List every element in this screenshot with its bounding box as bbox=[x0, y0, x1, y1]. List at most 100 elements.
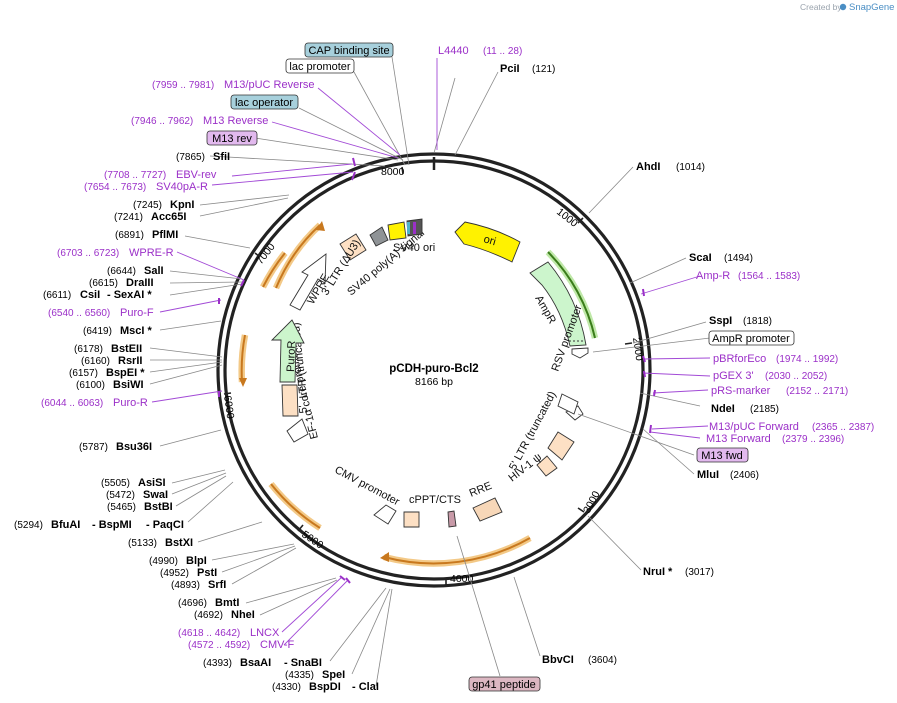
enzyme-csii[interactable]: CsiI bbox=[80, 289, 100, 301]
enzyme-msci[interactable]: MscI * bbox=[120, 325, 153, 337]
enzyme-bstxi[interactable]: BstXI bbox=[165, 537, 193, 549]
enzyme-bspdi[interactable]: BspDI bbox=[309, 681, 341, 693]
ltr5-feature[interactable] bbox=[547, 431, 575, 461]
rsv-arrow[interactable] bbox=[557, 393, 579, 415]
enzyme-ndei[interactable]: NdeI bbox=[711, 403, 735, 415]
enzyme-sfii-pos: (7865) bbox=[176, 152, 205, 163]
enzyme-sali[interactable]: SalI bbox=[144, 265, 164, 277]
enzyme-bsu36i[interactable]: Bsu36I bbox=[116, 441, 152, 453]
enzyme-bfuai-pos: (5294) bbox=[14, 520, 43, 531]
primer-wpre-r[interactable]: WPRE-R bbox=[129, 247, 174, 259]
ef1a-promoter-feature[interactable] bbox=[286, 418, 309, 443]
puror-feature[interactable] bbox=[270, 319, 305, 383]
enzyme-srfi[interactable]: SrfI bbox=[208, 579, 226, 591]
ampr-promoter-box[interactable] bbox=[708, 330, 795, 346]
ampr-promoter-label: AmpR promoter bbox=[712, 333, 790, 345]
tick-mark bbox=[223, 392, 232, 395]
enzyme-kpni[interactable]: KpnI bbox=[170, 199, 194, 211]
enzyme-mlui[interactable]: MluI bbox=[697, 469, 719, 481]
enzyme-bsiwi[interactable]: BsiWI bbox=[113, 379, 144, 391]
enzyme-spei[interactable]: SpeI bbox=[322, 669, 345, 681]
tick-label-6000: 6000 bbox=[221, 395, 236, 420]
enzyme-clai[interactable]: - ClaI bbox=[352, 681, 379, 693]
primer-lncx-range: (4618 .. 4642) bbox=[178, 628, 240, 639]
puror-label: PuroR bbox=[285, 340, 298, 372]
primer-prs-marker[interactable]: pRS-marker bbox=[711, 385, 771, 397]
enzyme-bmti[interactable]: BmtI bbox=[215, 597, 239, 609]
m13-rev-box[interactable] bbox=[206, 130, 258, 146]
enzyme-sspi[interactable]: SspI bbox=[709, 315, 732, 327]
enzyme-bspmi[interactable]: - BspMI bbox=[92, 519, 132, 531]
enzyme-bfuai[interactable]: BfuAI bbox=[51, 519, 80, 531]
orf-arc-wpre-line bbox=[262, 252, 286, 288]
primer-puro-f[interactable]: Puro-F bbox=[120, 307, 154, 319]
enzyme-scai[interactable]: ScaI bbox=[689, 252, 712, 264]
wpre-feature[interactable] bbox=[289, 253, 327, 311]
enzyme-draiii[interactable]: DraIII bbox=[126, 277, 154, 289]
enzyme-psti[interactable]: PstI bbox=[197, 567, 217, 579]
enzyme-pcii[interactable]: PciI bbox=[500, 63, 520, 75]
ltr-truncated-feature[interactable] bbox=[281, 384, 299, 417]
primer-pgex3[interactable]: pGEX 3' bbox=[713, 370, 754, 382]
lac-promoter-label: lac promoter bbox=[289, 61, 350, 73]
primer-m13-reverse[interactable]: M13 Reverse bbox=[203, 115, 268, 127]
enzyme-sfii[interactable]: SfiI bbox=[213, 151, 230, 163]
primer-puro-r[interactable]: Puro-R bbox=[113, 397, 148, 409]
primer-m13puc-fwd[interactable]: M13/pUC Forward bbox=[709, 421, 799, 433]
primer-pbrforeco[interactable]: pBRforEco bbox=[713, 353, 766, 365]
tick-mark bbox=[254, 252, 261, 258]
enzyme-snabi[interactable]: - SnaBI bbox=[284, 657, 322, 669]
primer-lncx[interactable]: LNCX bbox=[250, 627, 280, 639]
enzyme-ahdi[interactable]: AhdI bbox=[636, 161, 660, 173]
ori-feature[interactable] bbox=[454, 221, 521, 263]
lac-operator-box[interactable] bbox=[230, 94, 299, 110]
enzyme-bspei[interactable]: BspEI * bbox=[106, 367, 145, 379]
primer-cmv-f[interactable]: CMV-F bbox=[260, 639, 295, 651]
ltr3-feature[interactable] bbox=[339, 233, 367, 261]
enzyme-bbvci[interactable]: BbvCI bbox=[542, 654, 574, 666]
primer-cmv-f-range: (4572 .. 4592) bbox=[188, 640, 250, 651]
enzyme-mlui-pos: (2406) bbox=[730, 470, 759, 481]
lac-promoter-box[interactable] bbox=[285, 58, 355, 74]
primer-pbrforeco-range: (1974 .. 1992) bbox=[776, 354, 838, 365]
primer-m13-forward[interactable]: M13 Forward bbox=[706, 433, 771, 445]
enzyme-swai[interactable]: SwaI bbox=[143, 489, 168, 501]
primer-m13puc-rev[interactable]: M13/pUC Reverse bbox=[224, 79, 314, 91]
primer-amp-r[interactable]: Amp-R bbox=[696, 270, 730, 282]
sv40pa-feature[interactable] bbox=[369, 226, 389, 247]
m13-fwd-box[interactable] bbox=[696, 447, 749, 463]
enzyme-bsteii[interactable]: BstEII bbox=[111, 343, 142, 355]
sv40-ori-feature[interactable] bbox=[387, 221, 407, 241]
cap-binding-site-box[interactable] bbox=[304, 42, 394, 58]
ampr-feature[interactable] bbox=[529, 261, 587, 347]
primer-ebv-rev[interactable]: EBV-rev bbox=[176, 169, 217, 181]
enzyme-bstbi[interactable]: BstBI bbox=[144, 501, 173, 513]
enzyme-bsaai[interactable]: BsaAI bbox=[240, 657, 271, 669]
enzyme-blpi[interactable]: BlpI bbox=[186, 555, 207, 567]
enzyme-nrui[interactable]: NruI * bbox=[643, 566, 673, 578]
primer-l4440-name[interactable]: L4440 bbox=[438, 45, 469, 57]
enzyme-rsrii[interactable]: RsrII bbox=[118, 355, 142, 367]
enzyme-paqci[interactable]: - PaqCI bbox=[146, 519, 184, 531]
enzyme-bsaai-pos: (4393) bbox=[203, 658, 232, 669]
enzyme-acc65i[interactable]: Acc65I bbox=[151, 211, 186, 223]
enzyme-kpni-pos: (7245) bbox=[133, 200, 162, 211]
orf-arrowhead bbox=[316, 221, 325, 231]
rre-feature[interactable] bbox=[472, 497, 503, 522]
enzyme-nhei[interactable]: NheI bbox=[231, 609, 255, 621]
primer-ebv-rev-range: (7708 .. 7727) bbox=[104, 170, 166, 181]
cmv-promoter-feature[interactable] bbox=[373, 504, 397, 525]
misc-feature-box[interactable] bbox=[403, 511, 420, 528]
orf-arc-ltr-line bbox=[275, 224, 321, 289]
enzyme-rsrii-pos: (6160) bbox=[81, 356, 110, 367]
ampr-promoter-feature[interactable] bbox=[571, 347, 589, 359]
primer-sv40pa-r[interactable]: SV40pA-R bbox=[156, 181, 208, 193]
enzyme-sali-pos: (6644) bbox=[107, 266, 136, 277]
hiv-psi-feature[interactable] bbox=[536, 455, 558, 477]
enzyme-pflmi[interactable]: PflMI bbox=[152, 229, 178, 241]
gp41-peptide-box[interactable] bbox=[468, 676, 541, 692]
cppt-feature[interactable] bbox=[447, 510, 457, 528]
enzyme-sexai[interactable]: - SexAI * bbox=[107, 289, 152, 301]
enzyme-asisi[interactable]: AsiSI bbox=[138, 477, 166, 489]
primer-pgex3-range: (2030 .. 2052) bbox=[765, 371, 827, 382]
